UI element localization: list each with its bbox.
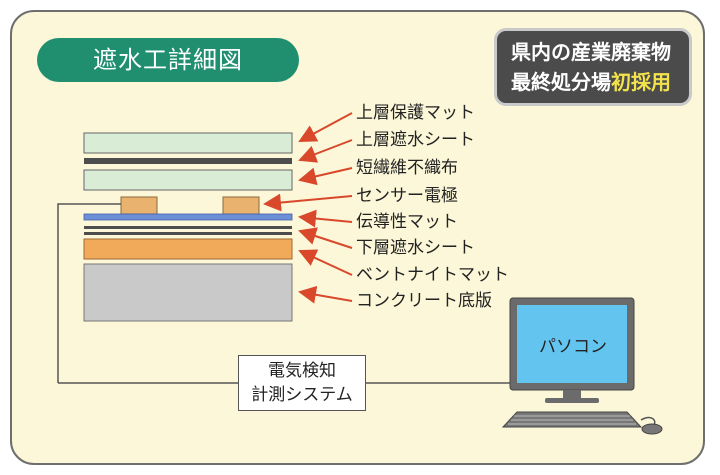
- monitor-screen: [517, 305, 627, 383]
- arrow-sensor-electrode: [263, 193, 353, 212]
- concrete-base: [83, 263, 293, 322]
- arrow-short-fiber-nonwoven: [298, 167, 353, 186]
- arrow-conductive-mat: [298, 209, 353, 228]
- lower-waterproof-sheet-b: [84, 232, 292, 235]
- monitor-foot: [545, 398, 599, 403]
- badge-line-2: 最終処分場初採用: [511, 67, 689, 97]
- badge-line-2-plain: 最終処分場: [511, 70, 611, 94]
- label-upper-waterproof-sheet: 上層遮水シート: [356, 130, 475, 150]
- first-adoption-badge: 県内の産業廃棄物 最終処分場初採用: [494, 28, 692, 106]
- detection-system-line-2: 計測システム: [251, 385, 353, 405]
- label-sensor-electrode: センサー電極: [356, 186, 458, 206]
- arrow-upper-waterproof-sheet: [298, 139, 353, 163]
- mouse: [641, 423, 663, 435]
- computer-label: パソコン: [539, 337, 607, 357]
- label-short-fiber-nonwoven: 短繊維不織布: [356, 158, 458, 178]
- sensor-electrode-left: [120, 196, 158, 215]
- badge-line-1: 県内の産業廃棄物: [511, 40, 671, 64]
- badge-highlight: 初採用: [611, 70, 671, 94]
- upper-protective-mat: [83, 132, 293, 154]
- label-upper-protective-mat: 上層保護マット: [356, 103, 475, 123]
- detection-system-box: 電気検知 計測システム: [238, 355, 366, 411]
- label-bentonite-mat: ベントナイトマット: [356, 265, 509, 285]
- sensor-electrode-right: [222, 196, 260, 215]
- sensor-wire: [57, 203, 121, 383]
- monitor-neck: [563, 390, 581, 400]
- arrow-concrete-base: [298, 285, 353, 304]
- keyboard-keys: [508, 415, 636, 425]
- detection-system-line-1: 電気検知: [268, 361, 336, 381]
- label-conductive-mat: 伝導性マット: [356, 212, 458, 232]
- lower-waterproof-sheet-a: [84, 226, 292, 229]
- arrow-lower-waterproof-sheet: [298, 227, 353, 249]
- bentonite-mat: [83, 238, 293, 260]
- arrow-upper-protective-mat: [298, 112, 353, 142]
- conductive-mat: [83, 213, 293, 221]
- label-concrete-base: コンクリート底版: [356, 291, 492, 311]
- upper-waterproof-sheet: [84, 158, 292, 164]
- diagram-title: 遮水工詳細図: [37, 38, 299, 82]
- short-fiber-nonwoven: [83, 169, 293, 191]
- label-lower-waterproof-sheet: 下層遮水シート: [356, 238, 475, 258]
- arrow-bentonite-mat: [298, 249, 353, 276]
